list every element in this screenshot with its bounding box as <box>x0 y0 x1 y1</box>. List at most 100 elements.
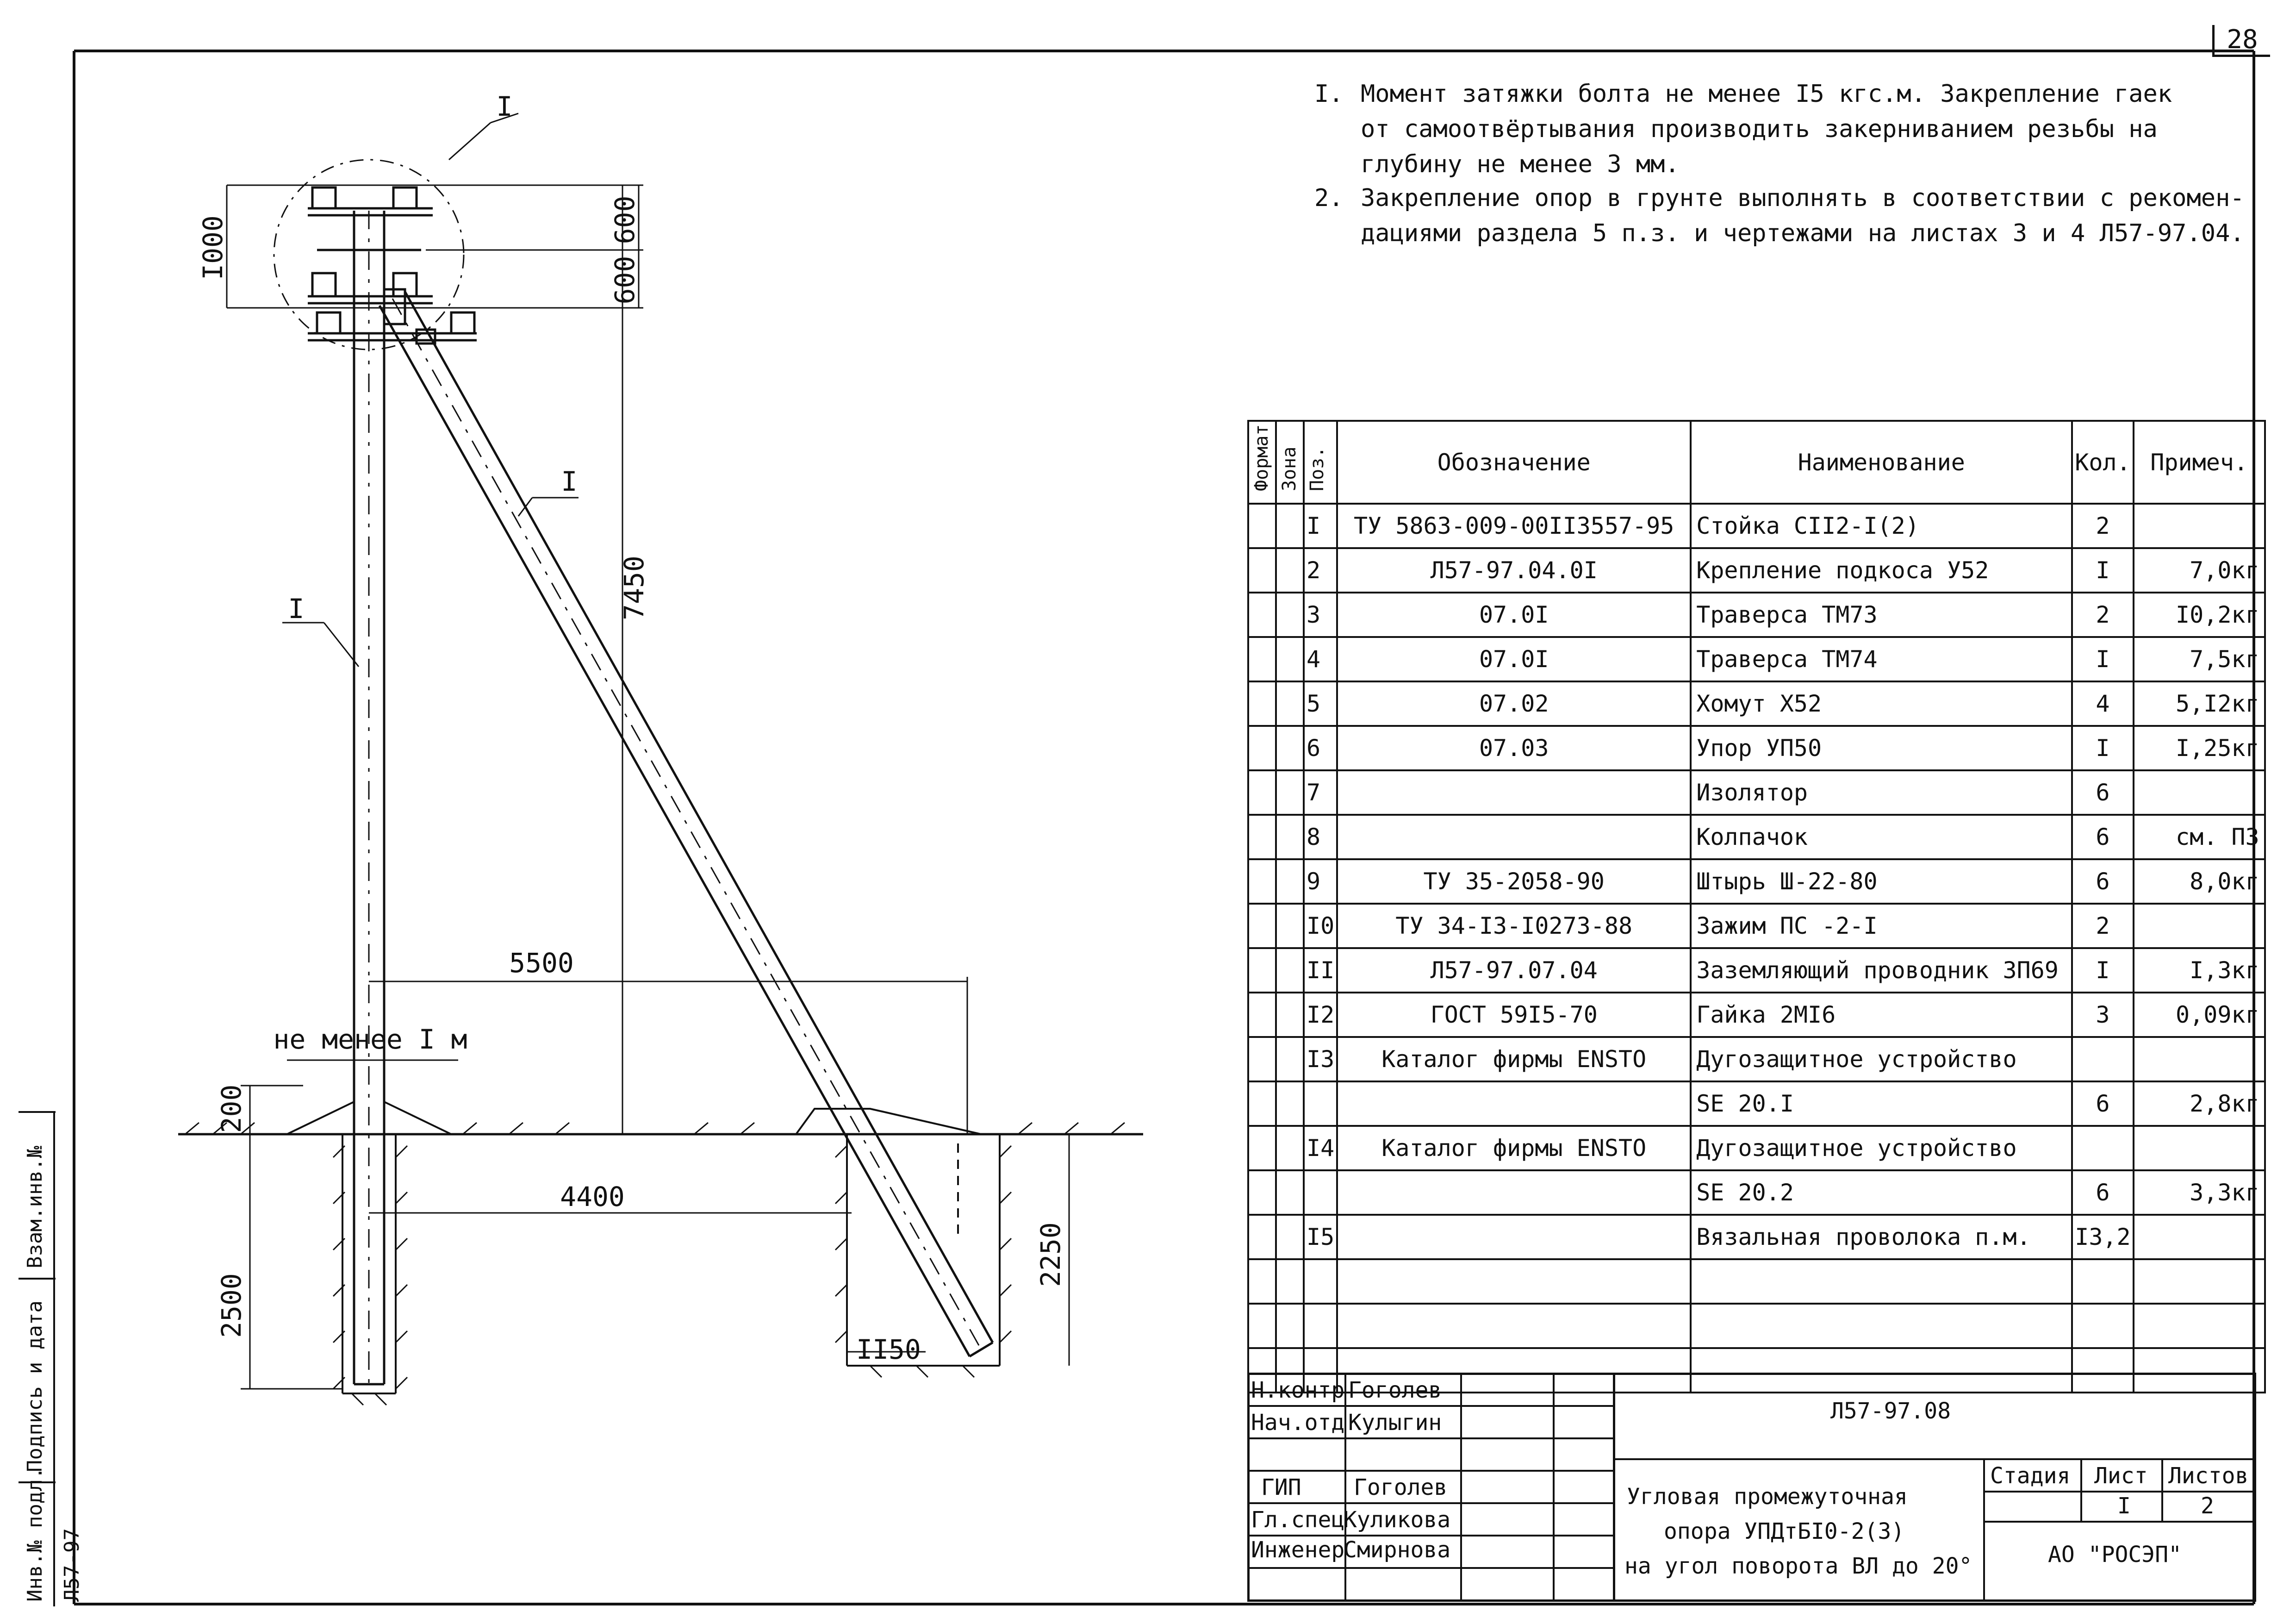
row-name-cell: Крепление подкоса У52 <box>1690 547 2073 593</box>
row-zone-cell <box>1275 503 1305 549</box>
row-designation-cell <box>1336 814 1692 860</box>
main-pole <box>353 211 386 1386</box>
side-code: Л57-97 <box>60 1528 84 1602</box>
callout-top-label: I <box>497 91 513 122</box>
row-format-cell <box>1247 1169 1277 1216</box>
row-name-cell: Вязальная проволока п.м. <box>1690 1214 2073 1260</box>
row-pos-cell <box>1302 1258 1338 1305</box>
row-designation-cell: Каталог фирмы ENSTO <box>1336 1036 1692 1082</box>
row-format-cell <box>1247 1036 1277 1082</box>
row-zone-cell <box>1275 992 1305 1038</box>
row-pos-cell: 6 <box>1302 725 1338 771</box>
spec-header-row: Формат Зона Поз. Обозначение Наименовани… <box>1247 420 2266 505</box>
row-format-cell <box>1247 903 1277 949</box>
organization: АО "РОСЭП" <box>2048 1542 2182 1568</box>
row-note-cell: см. ПЗ <box>2132 814 2266 860</box>
top-detail <box>273 159 477 350</box>
row-note-cell <box>2132 1347 2266 1393</box>
row-designation-cell: Л57-97.04.0I <box>1336 547 1692 593</box>
row-format-cell <box>1247 1303 1277 1349</box>
row-qty-cell <box>2071 1347 2134 1393</box>
row-name-cell: SE 20.2 <box>1690 1169 2073 1216</box>
row-designation-cell: 07.0I <box>1336 592 1692 638</box>
pole-pit <box>282 1100 452 1394</box>
row-pos-cell <box>1302 1081 1338 1127</box>
lower-dimensions <box>241 497 1070 1390</box>
row-note-cell <box>2132 903 2266 949</box>
note-1-line-1: Момент затяжки болта не менее I5 кгс.м. … <box>1361 80 2172 108</box>
row-designation-cell: ТУ 34-I3-I0273-88 <box>1336 903 1692 949</box>
row-note-cell <box>2132 1214 2266 1260</box>
table-row <box>1247 1303 2266 1349</box>
row-format-cell <box>1247 636 1277 682</box>
row-note-cell <box>2132 769 2266 816</box>
row-zone-cell <box>1275 947 1305 993</box>
row-qty-cell: 6 <box>2071 1169 2134 1216</box>
pole-pit-hatch <box>332 1145 408 1406</box>
row-format-cell <box>1247 814 1277 860</box>
dim-600a-text: 600 <box>609 196 641 244</box>
note-1-line-3: глубину не менее 3 мм. <box>1361 150 1680 178</box>
row-name-cell: Зажим ПС -2-I <box>1690 903 2073 949</box>
role-gip: ГИП <box>1261 1474 1301 1500</box>
row-note-cell: 8,0кг <box>2132 858 2266 905</box>
row-note-cell <box>2132 1125 2266 1171</box>
row-pos-cell: 9 <box>1302 858 1338 905</box>
dim-7450-text: 7450 <box>618 556 650 620</box>
row-qty-cell <box>2071 1258 2134 1305</box>
row-designation-cell: 07.02 <box>1336 681 1692 727</box>
doc-code: Л57-97.08 <box>1830 1398 1951 1424</box>
header-zone-label: Зона <box>1279 446 1300 491</box>
title-line-2: опора УПДтБI0-2(3) <box>1664 1518 1905 1544</box>
row-format-cell <box>1247 1214 1277 1260</box>
row-pos-cell <box>1302 1303 1338 1349</box>
row-designation-cell: Каталог фирмы ENSTO <box>1336 1125 1692 1171</box>
row-pos-cell <box>1302 1347 1338 1393</box>
header-pos-label: Поз. <box>1307 446 1328 491</box>
role-nkontr: Н.контр <box>1251 1377 1345 1403</box>
row-pos-cell: I3 <box>1302 1036 1338 1082</box>
row-pos-cell: 8 <box>1302 814 1338 860</box>
row-pos-cell: I <box>1302 503 1338 549</box>
row-pos-cell: I4 <box>1302 1125 1338 1171</box>
row-note-cell: I,3кг <box>2132 947 2266 993</box>
row-format-cell <box>1247 547 1277 593</box>
row-zone-cell <box>1275 858 1305 905</box>
row-name-cell: Траверса ТМ73 <box>1690 592 2073 638</box>
note-1-number: I. <box>1314 80 1344 108</box>
side-inv-label: Инв.№ подл. <box>23 1467 47 1602</box>
row-name-cell: Дугозащитное устройство <box>1690 1125 2073 1171</box>
row-designation-cell: 07.03 <box>1336 725 1692 771</box>
sheets-value: 2 <box>2201 1493 2214 1519</box>
row-zone-cell <box>1275 1214 1305 1260</box>
row-qty-cell: 2 <box>2071 503 2134 549</box>
row-format-cell <box>1247 592 1277 638</box>
stage-label: Стадия <box>1990 1463 2071 1489</box>
row-format-cell <box>1247 858 1277 905</box>
note-2: 2.Закрепление опор в грунте выполнять в … <box>1314 181 2268 251</box>
row-format-cell <box>1247 992 1277 1038</box>
row-zone-cell <box>1275 1125 1305 1171</box>
row-qty-cell: 6 <box>2071 769 2134 816</box>
row-note-cell: 2,8кг <box>2132 1081 2266 1127</box>
sheets-label: Листов <box>2168 1463 2249 1489</box>
row-designation-cell <box>1336 1303 1692 1349</box>
row-name-cell: Изолятор <box>1690 769 2073 816</box>
row-format-cell <box>1247 725 1277 771</box>
row-pos-cell: 7 <box>1302 769 1338 816</box>
row-name-cell: Стойка СII2-I(2) <box>1690 503 2073 549</box>
row-name-cell <box>1690 1258 2073 1305</box>
row-qty-cell: 3 <box>2071 992 2134 1038</box>
note-2-line-2: дациями раздела 5 п.з. и чертежами на ли… <box>1361 219 2245 247</box>
row-name-cell: Упор УП50 <box>1690 725 2073 771</box>
header-designation: Обозначение <box>1336 420 1692 505</box>
row-format-cell <box>1247 1081 1277 1127</box>
row-format-cell <box>1247 1125 1277 1171</box>
title-line-1: Угловая промежуточная <box>1627 1484 1908 1510</box>
row-name-cell: SE 20.I <box>1690 1081 2073 1127</box>
